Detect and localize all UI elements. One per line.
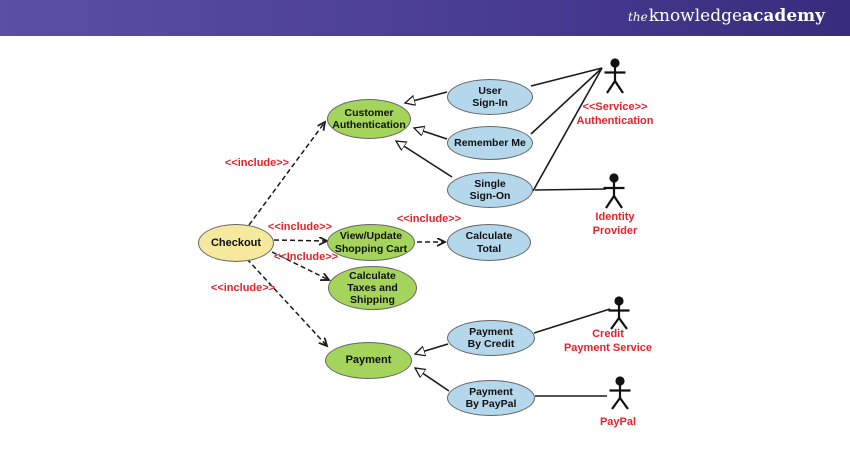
include-arrow-checkout-to-payment (246, 258, 327, 346)
use-case-single-sign-on: Single Sign-On (447, 172, 533, 208)
actor-label-credit-payment-service: Credit Payment Service (563, 328, 653, 354)
use-case-label: View/Update Shopping Cart (334, 230, 408, 255)
include-arrow-checkout-to-taxes (271, 251, 329, 280)
arrow-user-sign-in-to-authentication (405, 91, 448, 103)
line-payment-by-credit-to-credit-service (533, 308, 611, 334)
use-case-checkout: Checkout (198, 224, 274, 262)
actor-label-paypal: PayPal (599, 416, 637, 428)
use-case-label: Remember Me (454, 136, 526, 149)
include-stereotype-label: <<include>> (210, 282, 276, 294)
arrow-payment-by-credit-to-payment (415, 343, 449, 354)
include-stereotype-label: <<include>> (396, 213, 462, 225)
include-arrow-checkout-to-authentication (248, 122, 325, 226)
brand-header-bar: theknowledgeacademy (0, 0, 850, 36)
arrow-payment-by-paypal-to-payment (415, 368, 450, 392)
actor-label-service-authentication: <<Service>> Authentication (576, 101, 654, 127)
use-case-label: Payment By PayPal (465, 385, 517, 410)
use-case-calculate-taxes-and-shipping: Calculate Taxes and Shipping (328, 266, 417, 310)
use-case-customer-authentication: Customer Authentication (327, 99, 411, 139)
use-case-label: Payment (345, 354, 392, 367)
logo-knowledge: knowledge (648, 6, 743, 26)
actor-label-identity-provider: Identity Provider (592, 211, 638, 237)
use-case-payment: Payment (325, 342, 412, 379)
logo-the: the (628, 10, 648, 24)
association-lines (530, 67, 611, 397)
use-case-label: Calculate Taxes and Shipping (347, 269, 398, 307)
include-stereotype-label: <<include>> (267, 221, 333, 233)
use-case-label: User Sign-In (472, 84, 508, 109)
include-arrow-checkout-to-cart (273, 240, 327, 241)
use-case-label: Customer Authentication (332, 106, 406, 131)
actor-identity-provider-figure (603, 173, 625, 209)
generalization-arrows (396, 91, 453, 392)
line-serviceauth-to-remember-me (530, 67, 603, 135)
use-case-user-sign-in: User Sign-In (447, 79, 533, 115)
use-case-label: Checkout (210, 236, 262, 249)
use-case-payment-by-credit: Payment By Credit (447, 320, 535, 356)
use-case-view-update-shopping-cart: View/Update Shopping Cart (327, 224, 415, 261)
arrow-single-sign-on-to-authentication (396, 141, 453, 178)
include-stereotype-label: <<Include>> (273, 251, 339, 263)
use-case-label: Payment By Credit (467, 325, 515, 350)
line-single-sign-on-to-identity-provider (534, 188, 607, 191)
knowledge-academy-logo: theknowledgeacademy (628, 6, 825, 26)
actor-service-authentication-figure (604, 58, 626, 94)
use-case-payment-by-paypal: Payment By PayPal (447, 380, 535, 416)
use-case-label: Calculate Total (465, 230, 513, 255)
line-serviceauth-to-single-sign-on (532, 67, 603, 192)
use-case-calculate-total: Calculate Total (447, 224, 531, 261)
use-case-label: Single Sign-On (469, 177, 511, 202)
include-arrows (246, 122, 445, 346)
actor-paypal-figure (609, 376, 631, 410)
logo-academy: academy (742, 6, 825, 26)
arrow-remember-me-to-authentication (414, 128, 448, 140)
use-case-remember-me: Remember Me (447, 126, 533, 160)
actor-credit-payment-service-figure (608, 296, 630, 330)
line-serviceauth-to-user-sign-in (530, 67, 603, 87)
include-stereotype-label: <<include>> (224, 157, 290, 169)
